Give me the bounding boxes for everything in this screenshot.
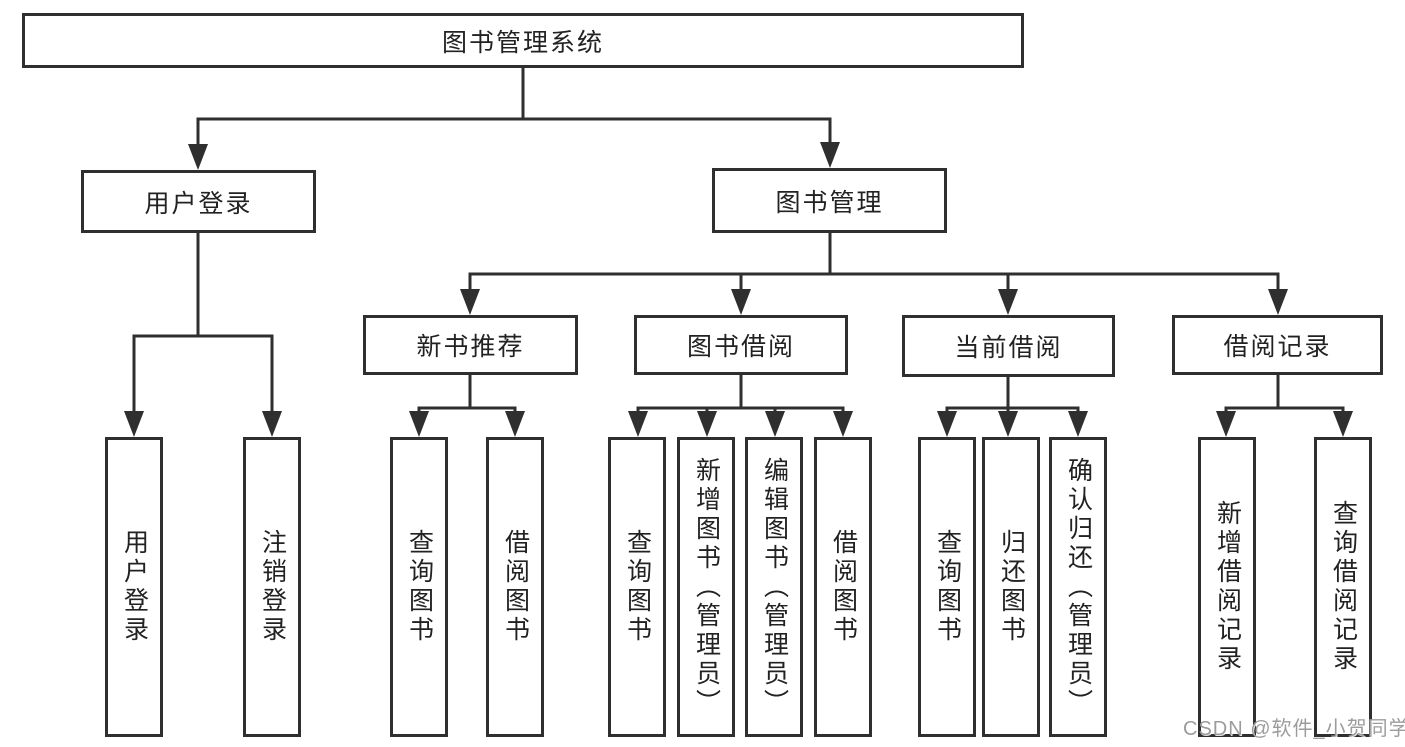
node-borrow-books-recommend: 借阅图书 bbox=[486, 437, 544, 737]
node-current-borrow-label: 当前借阅 bbox=[954, 334, 1063, 362]
node-root: 图书管理系统 bbox=[22, 13, 1024, 68]
node-borrow-books-leaf-label: 借阅图书 bbox=[829, 529, 858, 645]
node-user-login-label: 用户登录 bbox=[144, 189, 253, 218]
node-user-login-leaf-label: 用户登录 bbox=[120, 529, 149, 645]
node-confirm-return-admin-label: 确认归还（管理员） bbox=[1064, 456, 1093, 718]
node-borrow-books-recommend-label: 借阅图书 bbox=[501, 529, 530, 645]
node-query-books-borrow: 查询图书 bbox=[608, 437, 666, 737]
node-borrow-records-label: 借阅记录 bbox=[1223, 333, 1332, 361]
node-user-login-leaf: 用户登录 bbox=[105, 437, 163, 737]
node-return-books-label: 归还图书 bbox=[997, 529, 1026, 645]
node-add-borrow-record-label: 新增借阅记录 bbox=[1213, 500, 1242, 674]
node-query-books-recommend-label: 查询图书 bbox=[405, 529, 434, 645]
node-confirm-return-admin: 确认归还（管理员） bbox=[1049, 437, 1107, 737]
node-query-borrow-record: 查询借阅记录 bbox=[1314, 437, 1372, 737]
csdn-watermark: CSDN @软件_小贺同学 bbox=[1183, 718, 1405, 740]
node-add-books-admin-label: 新增图书（管理员） bbox=[692, 456, 721, 718]
node-current-borrow: 当前借阅 bbox=[902, 315, 1115, 377]
node-new-book-recommend: 新书推荐 bbox=[363, 315, 578, 375]
node-user-login: 用户登录 bbox=[81, 170, 316, 233]
node-add-books-admin: 新增图书（管理员） bbox=[677, 437, 735, 737]
node-book-borrow: 图书借阅 bbox=[634, 315, 848, 375]
node-add-borrow-record: 新增借阅记录 bbox=[1198, 437, 1256, 737]
node-query-books-current-label: 查询图书 bbox=[933, 529, 962, 645]
node-edit-books-admin: 编辑图书（管理员） bbox=[745, 437, 803, 737]
node-root-label: 图书管理系统 bbox=[441, 28, 604, 57]
node-edit-books-admin-label: 编辑图书（管理员） bbox=[760, 456, 789, 718]
node-return-books: 归还图书 bbox=[982, 437, 1040, 737]
node-query-borrow-record-label: 查询借阅记录 bbox=[1329, 500, 1358, 674]
node-query-books-borrow-label: 查询图书 bbox=[623, 529, 652, 645]
node-book-management: 图书管理 bbox=[712, 168, 947, 233]
node-logout: 注销登录 bbox=[243, 437, 301, 737]
node-query-books-recommend: 查询图书 bbox=[390, 437, 448, 737]
node-book-borrow-label: 图书借阅 bbox=[686, 333, 795, 361]
arrowheads bbox=[124, 142, 1353, 437]
node-borrow-books-leaf: 借阅图书 bbox=[814, 437, 872, 737]
node-book-management-label: 图书管理 bbox=[775, 188, 884, 217]
node-borrow-records: 借阅记录 bbox=[1172, 315, 1383, 375]
node-query-books-current: 查询图书 bbox=[918, 437, 976, 737]
node-logout-label: 注销登录 bbox=[258, 529, 287, 645]
node-new-book-recommend-label: 新书推荐 bbox=[416, 333, 525, 361]
